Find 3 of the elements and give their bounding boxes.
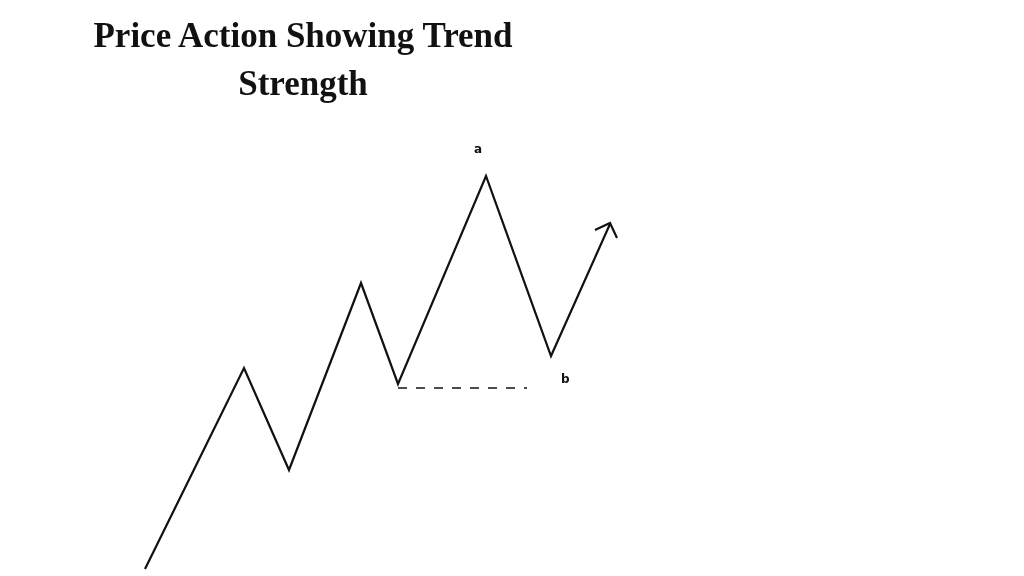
point-label: b xyxy=(561,372,570,386)
point-label: a xyxy=(474,142,483,156)
chart-title: Price Action Showing Trend Strength xyxy=(92,15,514,105)
